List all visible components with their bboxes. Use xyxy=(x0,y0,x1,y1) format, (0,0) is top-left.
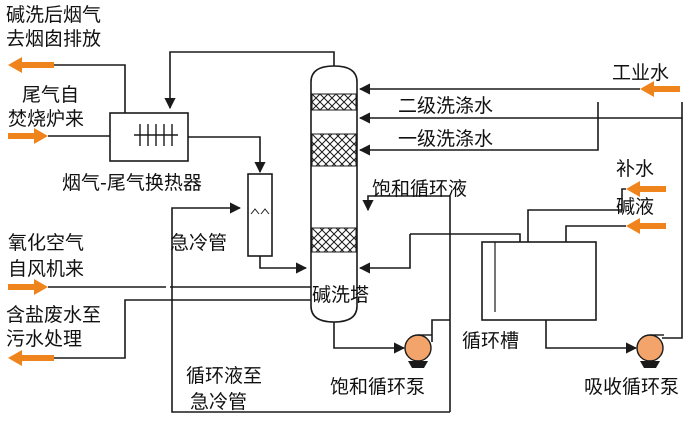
label-industrial-water: 工业水 xyxy=(612,62,670,84)
exhaust-out-arrow xyxy=(8,57,54,73)
circ-to-quench-line xyxy=(171,202,450,413)
label-air-line1: 氧化空气 xyxy=(8,232,85,254)
label-circulating-tank: 循环槽 xyxy=(462,330,520,352)
label-primary-wash: 一级洗涤水 xyxy=(398,128,494,150)
packing-bed-top xyxy=(311,93,357,111)
tailgas-in-arrow xyxy=(8,128,48,144)
piping xyxy=(48,51,683,413)
tower-overhead-line xyxy=(164,51,335,110)
label-exhaust-line2: 去烟囱排放 xyxy=(6,28,102,50)
industrial-water-in-arrow xyxy=(640,81,680,97)
wastewater-line xyxy=(54,299,334,359)
absorption-circulation-pump xyxy=(636,334,664,368)
label-air-line2: 自风机来 xyxy=(8,258,85,280)
label-wastewater-line1: 含盐废水至 xyxy=(6,304,102,326)
packing-bed-bottom xyxy=(311,227,357,253)
label-circ-to-quench-line2: 急冷管 xyxy=(190,391,248,413)
exhaust-line xyxy=(54,64,126,113)
alkali-in-arrow xyxy=(626,218,666,234)
flow-arrows xyxy=(8,57,680,366)
tank-return-line xyxy=(358,234,411,274)
wastewater-out-arrow xyxy=(8,350,54,366)
air-in-arrow xyxy=(8,279,48,295)
saturated-circulation-pump xyxy=(404,334,432,368)
makeup-water-in-arrow xyxy=(626,181,666,197)
alkali-line xyxy=(565,225,626,244)
label-saturated-liquid: 饱和循环液 xyxy=(372,178,468,200)
makeup-water-line xyxy=(527,188,626,244)
label-tailgas-line2: 焚烧炉来 xyxy=(8,108,85,130)
saturated-liquid-line xyxy=(362,195,450,212)
tank-overflow-line xyxy=(410,233,521,242)
quench-to-tower-line xyxy=(259,256,308,274)
label-absorption-pump: 吸收循环泵 xyxy=(584,376,680,398)
packing-bed-middle xyxy=(311,133,357,167)
label-circ-to-quench-line1: 循环液至 xyxy=(186,365,263,387)
label-secondary-wash: 二级洗涤水 xyxy=(398,95,494,117)
label-tailgas-line1: 尾气自 xyxy=(22,84,80,106)
circulating-tank xyxy=(481,241,597,321)
tower-bottom-line xyxy=(333,318,406,354)
label-alkali: 碱液 xyxy=(616,196,655,218)
hx-to-quench-line xyxy=(188,136,266,174)
scrubber-tower xyxy=(310,65,358,323)
label-scrubber-tower: 碱洗塔 xyxy=(312,284,370,306)
sat-pump-discharge xyxy=(431,319,450,342)
heat-exchanger xyxy=(109,112,189,162)
quench-tube xyxy=(247,173,273,257)
label-heat-exchanger: 烟气-尾气换热器 xyxy=(62,172,202,194)
label-wastewater-line2: 污水处理 xyxy=(6,328,83,350)
tank-to-abs-pump-line xyxy=(545,320,638,354)
label-exhaust-line1: 碱洗后烟气 xyxy=(6,4,102,26)
label-quench-tube: 急冷管 xyxy=(170,232,228,254)
abs-pump-discharge xyxy=(662,118,683,339)
label-saturated-pump: 饱和循环泵 xyxy=(330,376,426,398)
label-makeup-water: 补水 xyxy=(616,158,655,180)
